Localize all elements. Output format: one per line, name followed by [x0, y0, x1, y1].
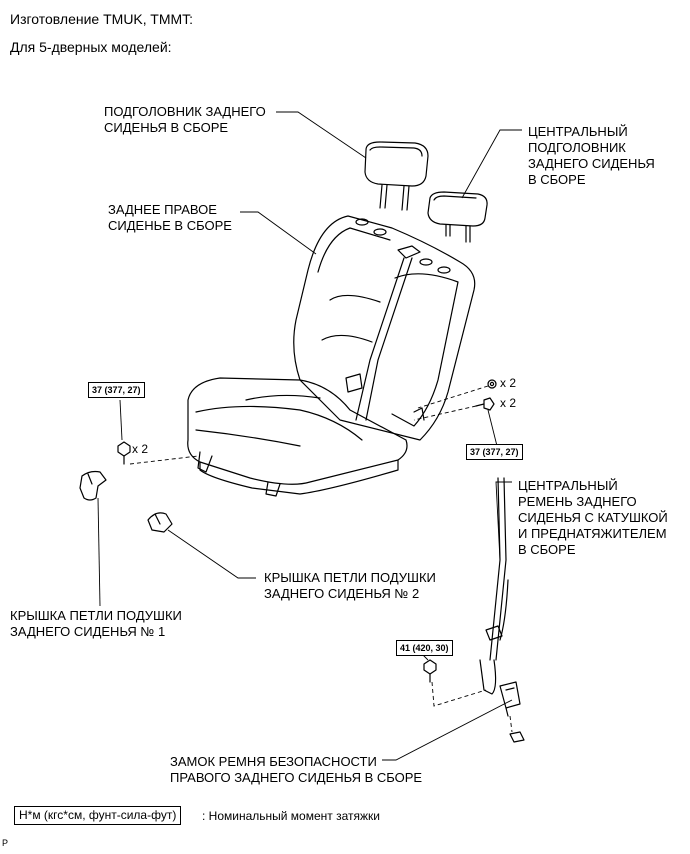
- label-hinge-cover-1: КРЫШКА ПЕТЛИ ПОДУШКИ ЗАДНЕГО СИДЕНЬЯ № 1: [10, 608, 182, 639]
- qty-right-bolt: x 2: [500, 396, 517, 410]
- footer-mark: P: [2, 838, 9, 848]
- label-center-belt: ЦЕНТРАЛЬНЫЙ РЕМЕНЬ ЗАДНЕГО СИДЕНЬЯ С КАТ…: [518, 478, 668, 557]
- legend-unit-box: Н*м (кгс*см, фунт-сила-фут): [14, 806, 182, 825]
- right-fasteners-illustration: [475, 379, 497, 411]
- label-buckle: ЗАМОК РЕМНЯ БЕЗОПАСНОСТИ ПРАВОГО ЗАДНЕГО…: [170, 754, 423, 785]
- header-title: Изготовление TMUK, TMMT:: [10, 11, 194, 27]
- center-headrest-illustration: [427, 191, 488, 243]
- buckle-bolt-illustration: [423, 659, 437, 683]
- qty-right-nut: x 2: [500, 376, 517, 390]
- seat-cushion-illustration: [187, 377, 408, 497]
- label-hinge-cover-2: КРЫШКА ПЕТЛИ ПОДУШКИ ЗАДНЕГО СИДЕНЬЯ № 2: [264, 570, 436, 601]
- buckle-nut-illustration: [509, 731, 525, 743]
- qty-left-bolt: x 2: [132, 442, 149, 456]
- left-bolt-illustration: [117, 441, 131, 465]
- torque-box-buckle: 41 (420, 30): [396, 640, 453, 656]
- legend-description: : Номинальный момент затяжки: [202, 809, 380, 823]
- label-center-headrest: ЦЕНТРАЛЬНЫЙ ПОДГОЛОВНИК ЗАДНЕГО СИДЕНЬЯ …: [528, 124, 655, 187]
- label-headrest: ПОДГОЛОВНИК ЗАДНЕГО СИДЕНЬЯ В СБОРЕ: [104, 104, 266, 135]
- hinge-cover-2-illustration: [147, 512, 173, 533]
- hinge-cover-1-illustration: [79, 470, 107, 501]
- torque-box-right: 37 (377, 27): [466, 444, 523, 460]
- torque-box-left: 37 (377, 27): [88, 382, 145, 398]
- center-belt-illustration: [479, 477, 521, 717]
- header-subtitle: Для 5-дверных моделей:: [10, 39, 172, 55]
- label-right-seat: ЗАДНЕЕ ПРАВОЕ СИДЕНЬЕ В СБОРЕ: [108, 202, 232, 233]
- headrest-illustration: [364, 141, 429, 211]
- seat-back-illustration: [293, 215, 476, 441]
